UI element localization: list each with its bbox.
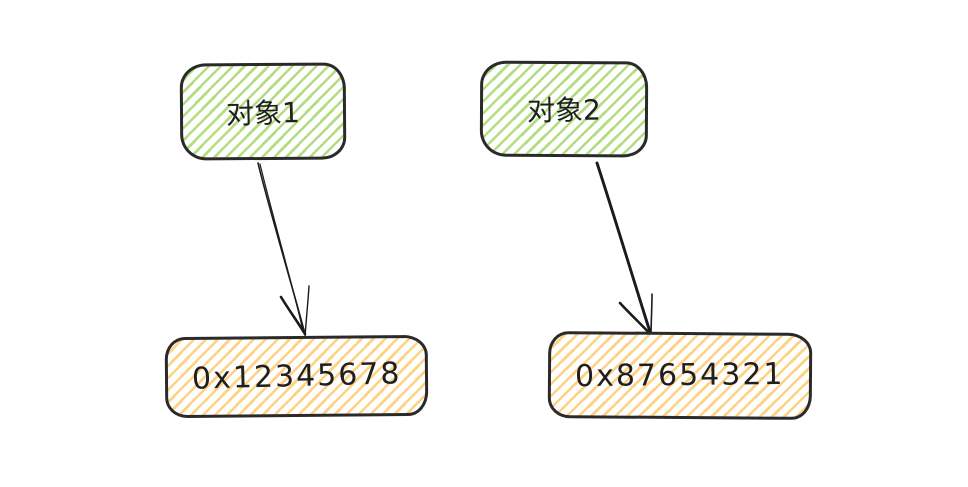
node-object2: 对象2 bbox=[479, 60, 649, 158]
node-object2-label: 对象2 bbox=[526, 93, 602, 128]
arrow-object2-to-address2 bbox=[595, 161, 653, 338]
node-object1: 对象1 bbox=[179, 62, 347, 161]
node-object1-label: 对象1 bbox=[225, 95, 301, 131]
arrow-object1-to-address1 bbox=[257, 162, 310, 338]
node-address1-label: 0x12345678 bbox=[191, 356, 402, 397]
node-address1: 0x12345678 bbox=[164, 334, 429, 419]
node-address2: 0x87654321 bbox=[547, 331, 813, 420]
node-address2-label: 0x87654321 bbox=[575, 356, 785, 395]
